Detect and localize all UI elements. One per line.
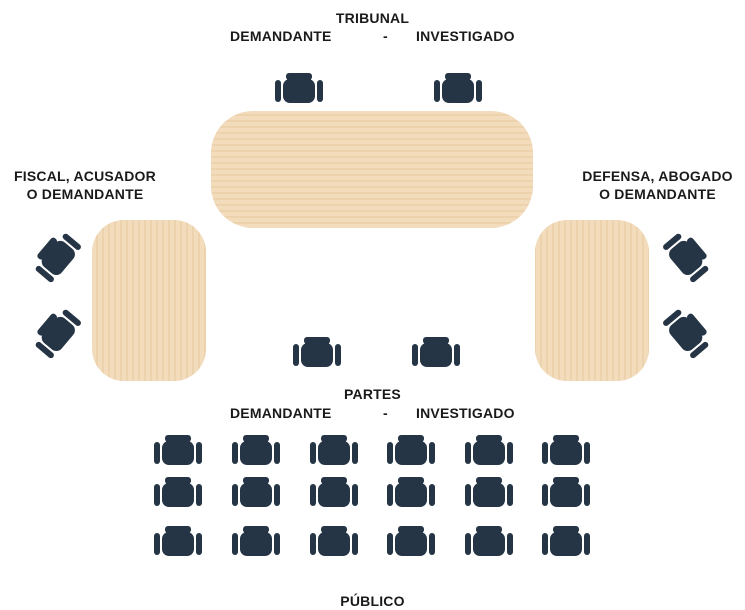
public-chair-icon [465,477,513,507]
public-chair-icon [310,435,358,465]
public-chair-icon [232,526,280,556]
public-chair-icon [154,435,202,465]
public-chair-icon [387,477,435,507]
tribunal-title: TRIBUNAL [335,10,410,26]
public-chair-icon [232,435,280,465]
public-chair-icon [154,526,202,556]
defensa-chair-icon [661,227,715,285]
public-chair-icon [542,435,590,465]
public-chair-icon [542,477,590,507]
partes-separator: - [383,405,388,421]
public-seating-grid [154,435,590,556]
defensa-label-line1: DEFENSA, ABOGADO [582,168,733,184]
partes-investigado-label: INVESTIGADO [416,405,515,421]
tribunal-chair-icon [434,73,482,103]
defensa-chair-icon [661,303,715,361]
fiscal-label-line1: FISCAL, ACUSADOR [14,168,156,184]
tribunal-chair-icon [275,73,323,103]
public-chair-icon [310,526,358,556]
publico-title: PÚBLICO [340,593,405,609]
fiscal-chair-icon [29,227,83,285]
tribunal-separator: - [383,28,388,44]
fiscal-label-line2: O DEMANDANTE [26,186,144,202]
defensa-label-line2: O DEMANDANTE [599,186,716,202]
public-chair-icon [542,526,590,556]
defensa-table [535,220,649,381]
partes-title: PARTES [344,386,401,402]
tribunal-investigado-label: INVESTIGADO [416,28,515,44]
partes-demandante-label: DEMANDANTE [230,405,332,421]
public-chair-icon [154,477,202,507]
partes-chair-icon [412,337,460,367]
public-chair-icon [387,435,435,465]
public-chair-icon [310,477,358,507]
tribunal-demandante-label: DEMANDANTE [230,28,332,44]
fiscal-table [92,220,206,381]
public-chair-icon [387,526,435,556]
fiscal-chair-icon [29,303,83,361]
partes-chair-icon [293,337,341,367]
public-chair-icon [465,435,513,465]
tribunal-table [211,111,533,228]
public-chair-icon [232,477,280,507]
public-chair-icon [465,526,513,556]
